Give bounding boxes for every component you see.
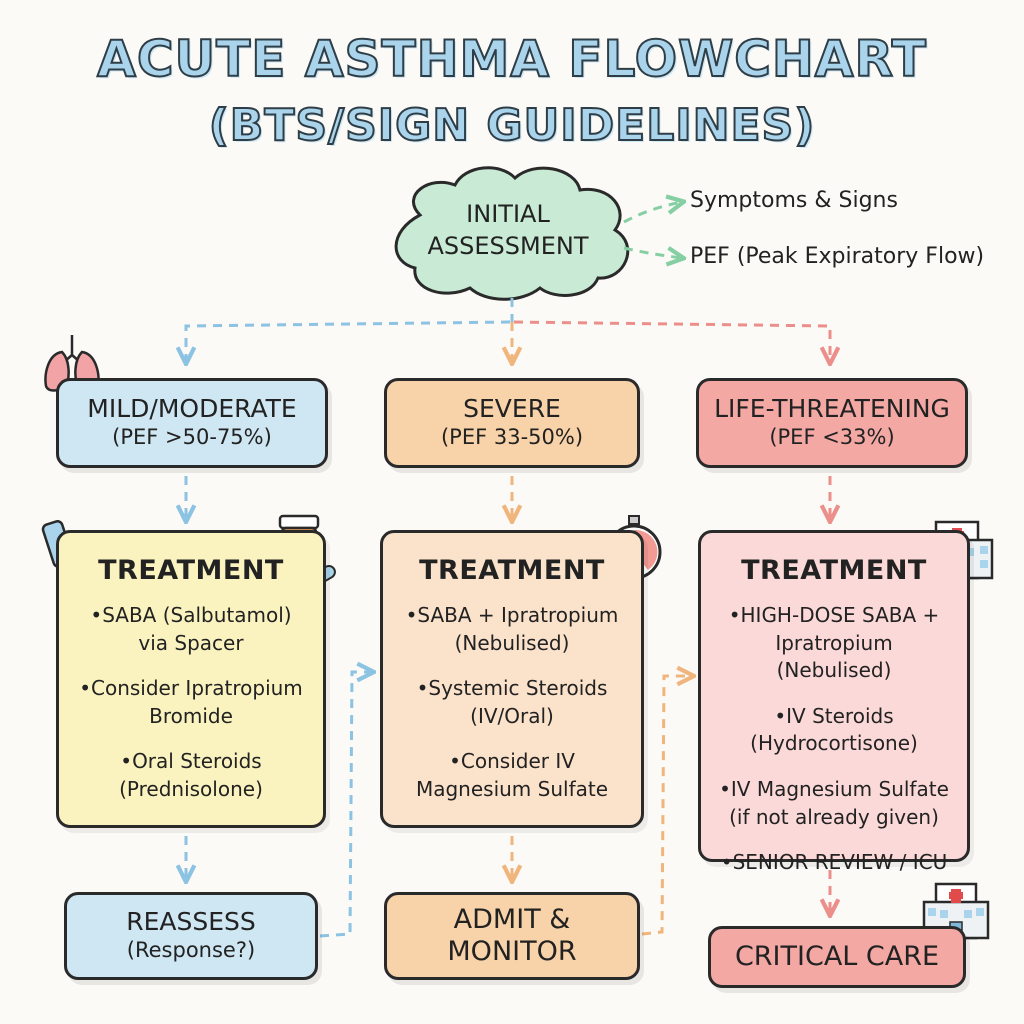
escalate-reassess-to-severe: [319, 672, 372, 938]
outcome-title: CRITICAL CARE: [734, 940, 940, 972]
outcome-title-line2: MONITOR: [447, 936, 577, 967]
mild-treatment-box: TREATMENT SABA (Salbutamol) via Spacer C…: [56, 530, 326, 828]
treatment-item: Consider IV Magnesium Sulfate: [397, 748, 627, 803]
treatment-heading: TREATMENT: [741, 555, 927, 586]
treatment-list: SABA + Ipratropium (Nebulised) Systemic …: [383, 602, 641, 804]
reassess-box: REASSESS (Response?): [64, 892, 318, 980]
mild-moderate-box: MILD/MODERATE (PEF >50-75%): [56, 378, 328, 468]
outcome-title: ADMIT &: [453, 903, 571, 935]
treatment-heading: TREATMENT: [419, 555, 605, 586]
treatment-item: Systemic Steroids (IV/Oral): [397, 675, 627, 730]
arrow-to-pef: [623, 248, 682, 258]
treatment-item: SABA + Ipratropium (Nebulised): [397, 602, 627, 657]
severity-label: MILD/MODERATE: [87, 394, 297, 424]
pef-range: (PEF <33%): [769, 425, 895, 450]
pef-label: PEF (Peak Expiratory Flow): [690, 244, 985, 269]
treatment-heading: TREATMENT: [98, 555, 284, 586]
treatment-item: HIGH-DOSE SABA + Ipratropium (Nebulised): [715, 602, 953, 685]
assessment-line2: ASSESSMENT: [427, 232, 589, 261]
treatment-item: Oral Steroids (Prednisolone): [73, 748, 309, 803]
arrow-to-symptoms: [623, 202, 682, 224]
page-title: ACUTE ASTHMA FLOWCHART: [96, 29, 927, 89]
connector-to-mild: [186, 320, 511, 362]
treatment-list: SABA (Salbutamol) via Spacer Consider Ip…: [59, 602, 323, 804]
treatment-item: SENIOR REVIEW / ICU: [715, 849, 953, 877]
life-threatening-box: LIFE-THREATENING (PEF <33%): [696, 378, 968, 468]
symptoms-signs-label: Symptoms & Signs: [690, 188, 898, 213]
treatment-item: IV Magnesium Sulfate (if not already giv…: [715, 776, 953, 831]
admit-monitor-box: ADMIT & MONITOR: [384, 892, 640, 980]
treatment-item: SABA (Salbutamol) via Spacer: [73, 602, 309, 657]
life-treatment-box: TREATMENT HIGH-DOSE SABA + Ipratropium (…: [698, 530, 970, 874]
severe-box: SEVERE (PEF 33-50%): [384, 378, 640, 468]
escalate-admit-to-life: [641, 676, 692, 936]
treatment-list: HIGH-DOSE SABA + Ipratropium (Nebulised)…: [701, 602, 967, 877]
treatment-item: IV Steroids (Hydrocortisone): [715, 703, 953, 758]
pef-range: (PEF 33-50%): [440, 425, 584, 450]
assessment-cloud: [394, 166, 630, 301]
outcome-subtitle: (Response?): [126, 938, 256, 963]
page-subtitle: (BTS/SIGN GUIDELINES): [208, 99, 816, 152]
critical-care-box: CRITICAL CARE: [708, 926, 966, 988]
pef-range: (PEF >50-75%): [112, 425, 272, 450]
outcome-title: REASSESS: [126, 907, 256, 937]
assessment-line1: INITIAL: [466, 200, 550, 228]
connector-to-life: [513, 320, 830, 362]
severity-label: SEVERE: [463, 394, 561, 424]
severity-label: LIFE-THREATENING: [714, 394, 950, 424]
severe-treatment-box: TREATMENT SABA + Ipratropium (Nebulised)…: [380, 530, 644, 828]
treatment-item: Consider Ipratropium Bromide: [73, 675, 309, 730]
assessment-label: INITIAL ASSESSMENT: [410, 198, 606, 263]
